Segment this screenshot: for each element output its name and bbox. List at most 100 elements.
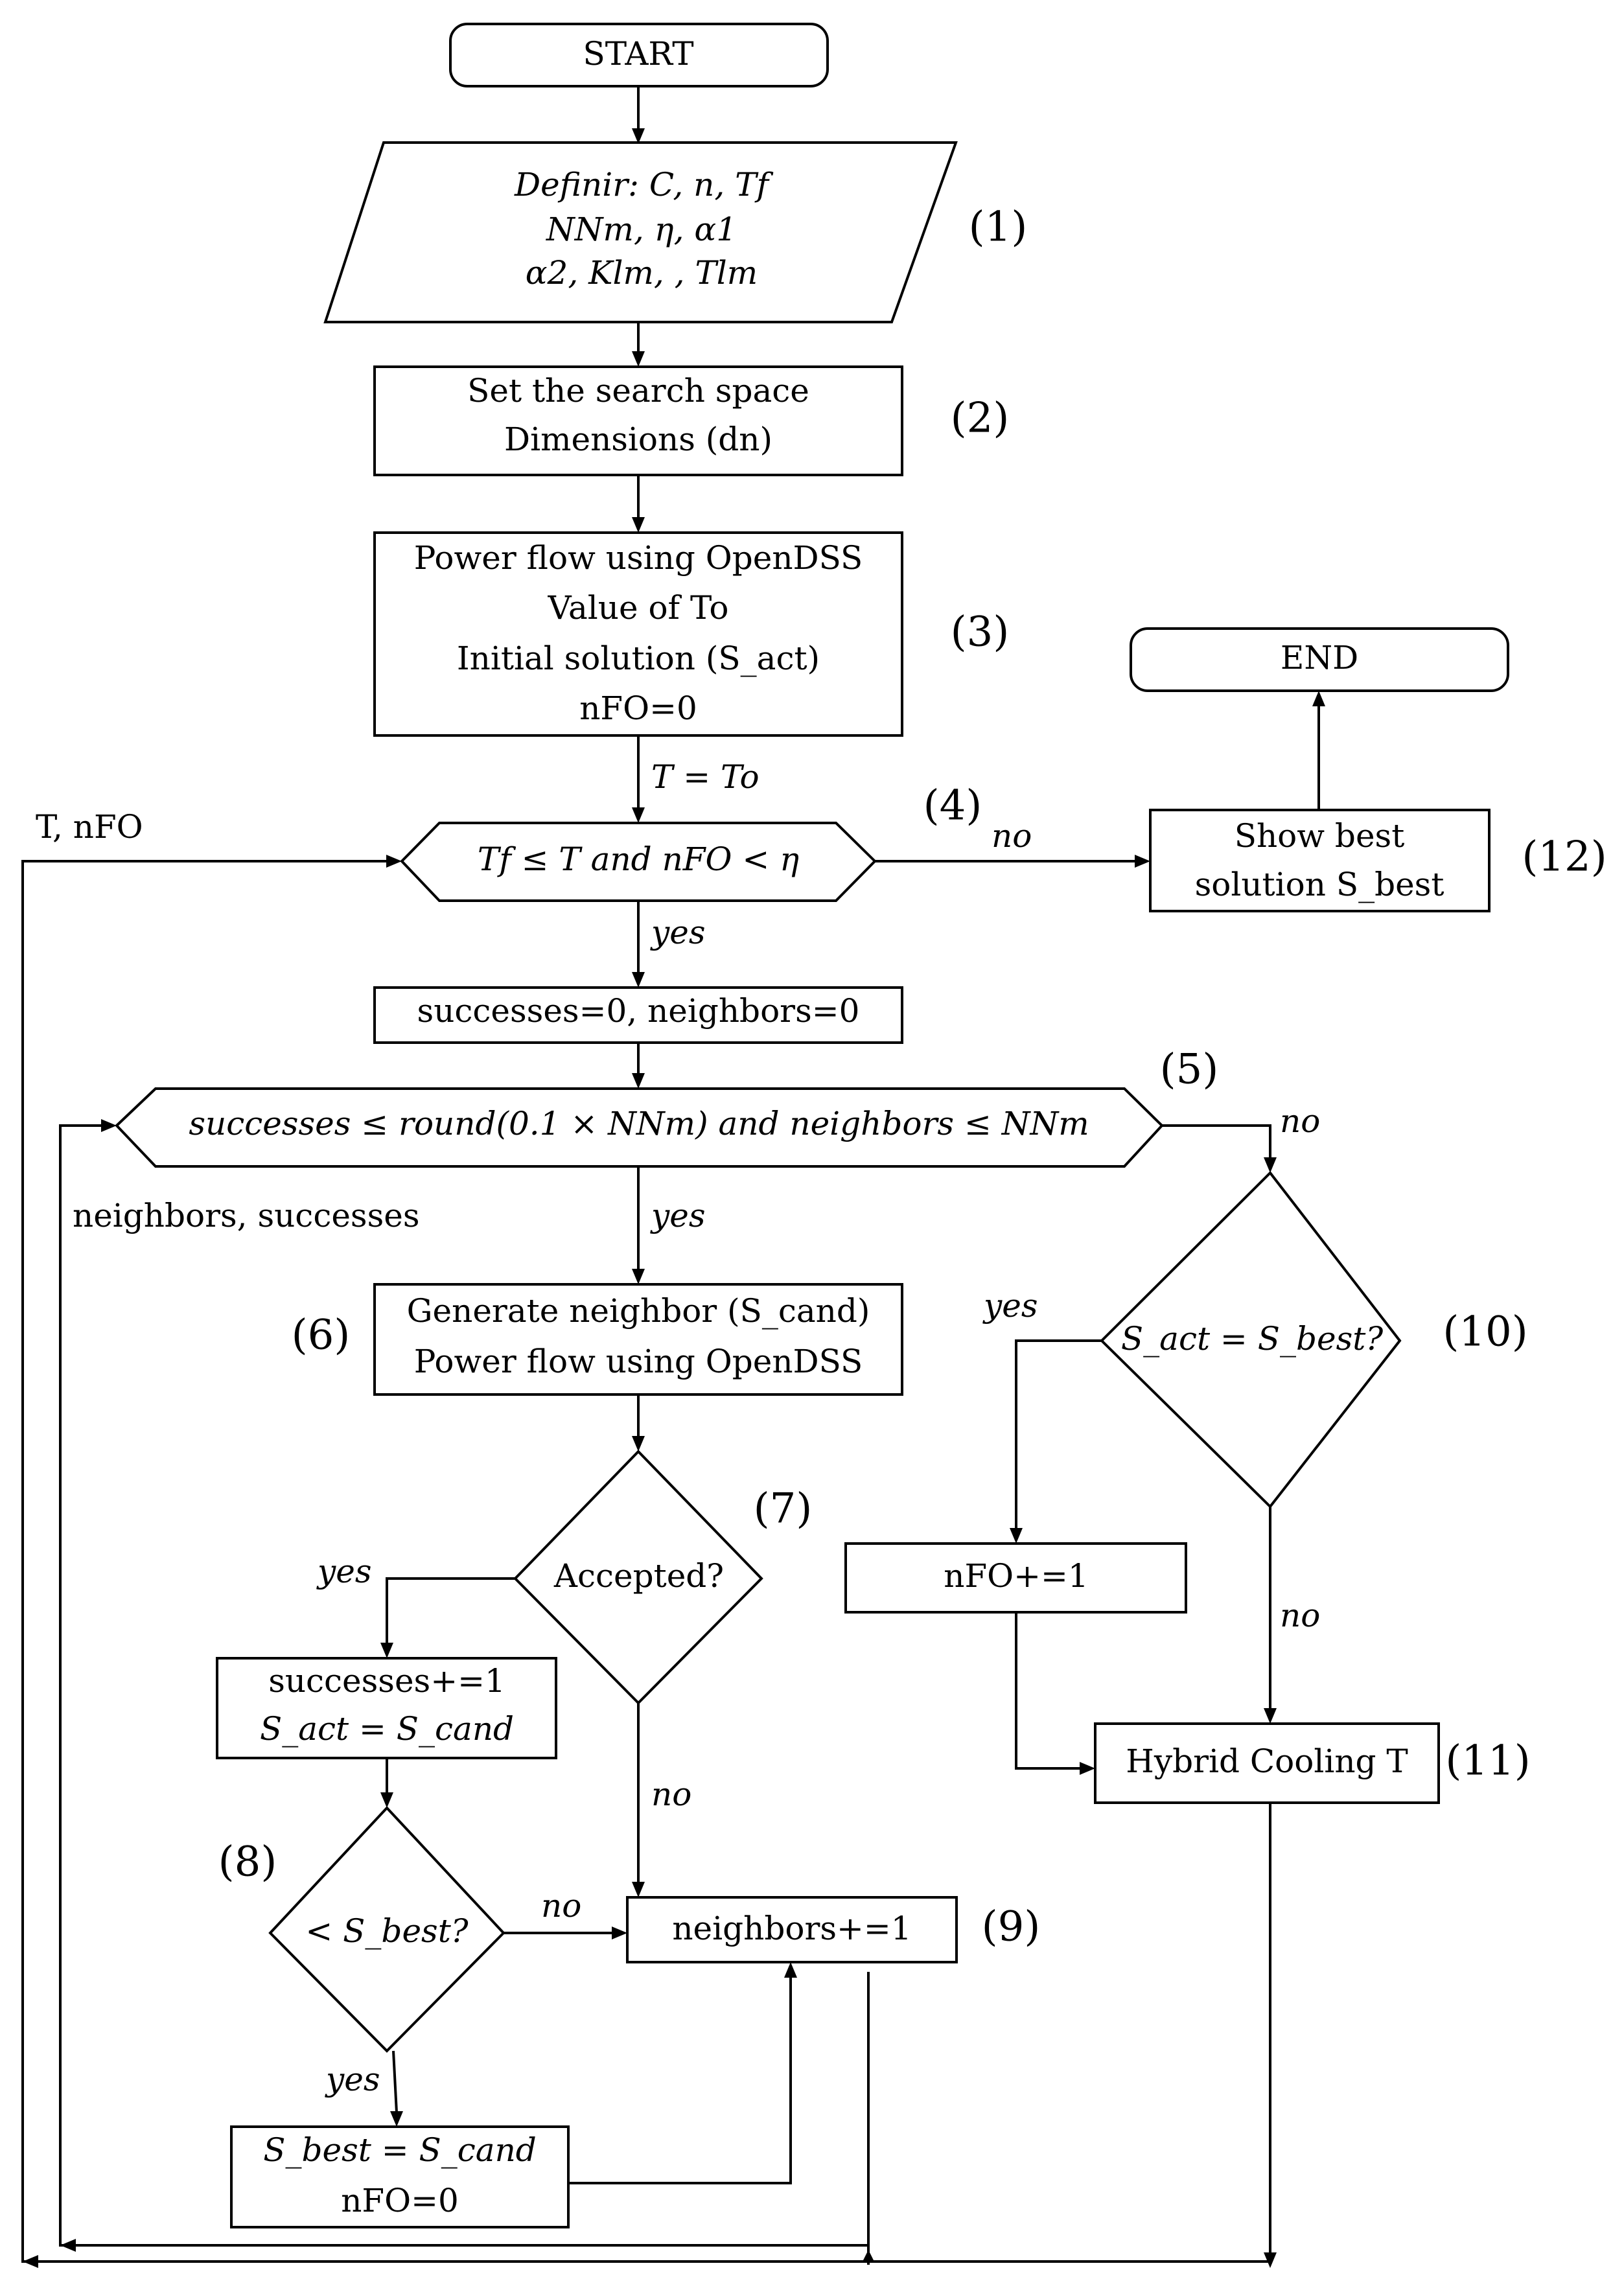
arrowhead [632, 128, 645, 144]
power-flow-line-4: nFO=0 [579, 689, 697, 727]
arrowhead [380, 1643, 393, 1658]
show-best-line-2: solution S_best [1195, 866, 1444, 903]
show-best-line-1: Show best [1235, 817, 1405, 855]
label-inner-yes: yes [650, 1197, 706, 1234]
arrowhead [1135, 855, 1150, 868]
label-inner-loop: neighbors, successes [73, 1197, 419, 1234]
step-number-10: (10) [1443, 1308, 1527, 1356]
hybrid-cooling-label: Hybrid Cooling T [1126, 1742, 1408, 1780]
step-number-12: (12) [1522, 833, 1607, 881]
show-best-box [1149, 809, 1491, 912]
define-parameters-node: Definir: C, n, Tf NNm, η, α1 α2, Klm, , … [323, 141, 958, 323]
arrowhead [863, 2250, 874, 2260]
accepted-label: Accepted? [553, 1557, 724, 1595]
edge-inner-check [1162, 1124, 1271, 1160]
best-check-diamond [268, 1806, 505, 2053]
edge-nfo-hybrid [1015, 1612, 1081, 1770]
hybrid-cooling-node: Hybrid Cooling T [1094, 1722, 1440, 1804]
step-number-6: (6) [292, 1312, 351, 1359]
arrowhead [1312, 691, 1325, 706]
best-update-line-1: S_best = S_cand [263, 2131, 537, 2169]
arrowhead [1264, 1708, 1277, 1724]
define-line-1: Definir: C, n, Tf [514, 166, 773, 203]
arrowhead [1010, 1528, 1023, 1544]
power-flow-box [373, 531, 903, 737]
reset-counters-box [373, 986, 903, 1044]
arrowhead [380, 1792, 393, 1808]
edge-accepted-yes [386, 1577, 515, 1646]
hybrid-cooling-box [1094, 1722, 1440, 1804]
define-parallelogram [323, 141, 958, 323]
label-best-no: no [541, 1887, 581, 1925]
power-flow-line-3: Initial solution (S_act) [457, 640, 820, 677]
edge-bestcheck-yes [392, 2050, 398, 2113]
label-accepted-no: no [651, 1776, 691, 1813]
step-number-9: (9) [982, 1903, 1041, 1951]
success-update-line-2: S_act = S_cand [260, 1710, 514, 1748]
start-terminator [449, 23, 829, 87]
arrowhead [632, 1269, 645, 1284]
step-number-3: (3) [951, 608, 1010, 656]
outer-condition-label: Tf ≤ T and nFO < η [478, 840, 799, 878]
label-act-best-no: no [1280, 1597, 1320, 1634]
define-line-2: NNm, η, α1 [546, 211, 737, 248]
arrowhead [632, 972, 645, 988]
arrowhead [101, 1119, 117, 1132]
arrowhead [632, 1073, 645, 1089]
arrowhead [23, 2255, 38, 2268]
best-check-decision-node: < S_best? [268, 1806, 505, 2053]
outer-loop-condition-node: Tf ≤ T and nFO < η [400, 822, 877, 902]
nfo-increment-box [844, 1542, 1187, 1614]
start-node: START [449, 23, 829, 87]
end-label: END [1281, 639, 1358, 677]
generate-neighbor-box [373, 1283, 903, 1396]
label-inner-no: no [1280, 1102, 1320, 1140]
define-line-3: α2, Klm, , Tlm [526, 254, 758, 292]
best-update-node: S_best = S_cand nFO=0 [230, 2125, 570, 2228]
best-check-label: < S_best? [305, 1912, 469, 1950]
search-space-node: Set the search space Dimensions (dn) [373, 365, 903, 476]
arrowhead [632, 1436, 645, 1452]
search-space-line-1: Set the search space [467, 372, 809, 410]
power-flow-line-2: Value of To [547, 589, 728, 627]
neighbors-increment-label: neighbors+=1 [672, 1910, 911, 1947]
generate-line-2: Power flow using OpenDSS [414, 1343, 863, 1380]
search-space-line-2: Dimensions (dn) [504, 421, 772, 458]
search-space-box [373, 365, 903, 476]
edge-outer-loop [21, 860, 1270, 2263]
label-outer-loop: T, nFO [36, 808, 143, 846]
arrowhead [60, 2239, 76, 2252]
step-number-11: (11) [1445, 1737, 1530, 1785]
nfo-increment-node: nFO+=1 [844, 1542, 1187, 1614]
label-outer-no: no [992, 817, 1032, 855]
edge-bestupdate-neighbors [568, 1976, 792, 2184]
nfo-increment-label: nFO+=1 [944, 1557, 1089, 1595]
show-best-node: Show best solution S_best [1149, 809, 1491, 912]
step-number-5: (5) [1160, 1046, 1219, 1094]
arrowhead [1264, 2252, 1277, 2268]
act-best-diamond [1100, 1170, 1402, 1509]
arrowhead [632, 807, 645, 823]
accepted-diamond [513, 1450, 763, 1705]
inner-loop-condition-node: successes ≤ round(0.1 × NNm) and neighbo… [115, 1087, 1164, 1168]
step-number-8: (8) [218, 1838, 277, 1886]
arrowhead [632, 1882, 645, 1897]
arrowhead [1264, 1157, 1277, 1173]
arrowhead [386, 855, 402, 868]
label-best-yes: yes [325, 2061, 380, 2098]
arrowhead [632, 351, 645, 367]
label-act-best-yes: yes [982, 1287, 1038, 1325]
label-t-equals-to: T = To [651, 758, 760, 796]
best-update-line-2: nFO=0 [341, 2182, 459, 2219]
label-accepted-yes: yes [316, 1553, 372, 1590]
accepted-decision-node: Accepted? [513, 1450, 763, 1705]
arrowhead [390, 2111, 403, 2127]
neighbors-increment-box [626, 1896, 958, 1963]
inner-condition-hexagon [115, 1087, 1164, 1168]
edge-inner-loop [59, 1124, 868, 2247]
act-best-label: S_act = S_best? [1121, 1320, 1384, 1358]
power-flow-node: Power flow using OpenDSS Value of To Ini… [373, 531, 903, 737]
inner-condition-label: successes ≤ round(0.1 × NNm) and neighbo… [189, 1105, 1089, 1142]
reset-counters-node: successes=0, neighbors=0 [373, 986, 903, 1044]
generate-neighbor-node: Generate neighbor (S_cand) Power flow us… [373, 1283, 903, 1396]
